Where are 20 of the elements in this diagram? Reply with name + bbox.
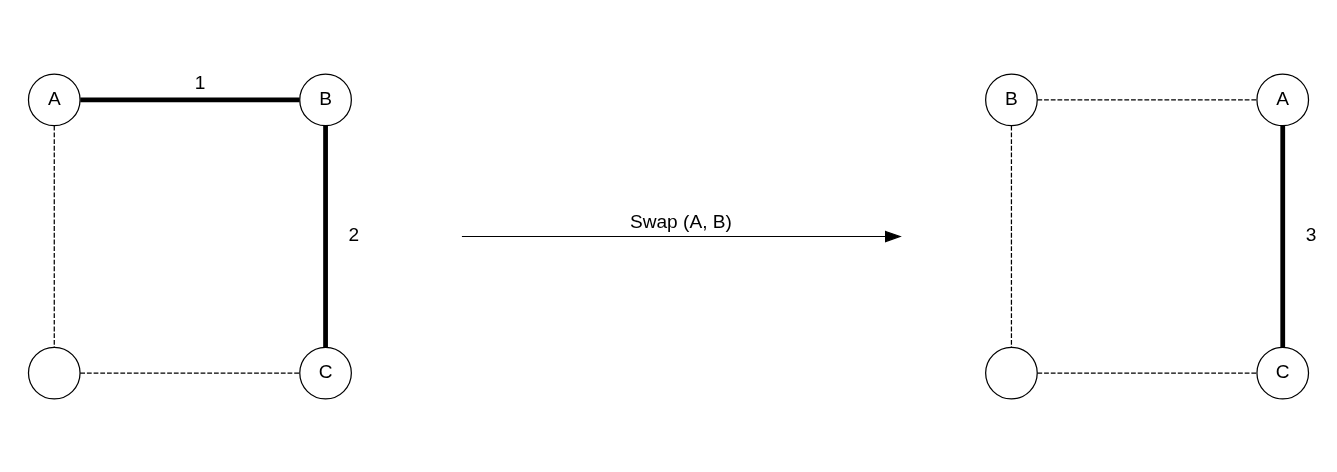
connector [1280,125,1286,347]
connector [1036,98,1258,101]
node-circle: C [299,346,352,399]
connector [1036,372,1258,374]
connector [53,124,55,348]
edge-label: 1 [194,71,206,93]
connector [1010,124,1013,348]
node-circle: A [1256,73,1310,126]
connector [80,97,300,102]
node-circle: B [299,73,352,126]
connector [79,372,301,374]
edge-label: 2 [348,223,360,245]
label: Swap (A, B) [629,210,732,232]
connector [323,125,328,347]
node-circle [27,346,81,399]
edge-label: 3 [1305,223,1317,245]
node-circle: C [1256,346,1310,399]
node-circle [985,346,1038,399]
node-circle: B [985,73,1038,126]
node-circle: A [27,73,81,126]
